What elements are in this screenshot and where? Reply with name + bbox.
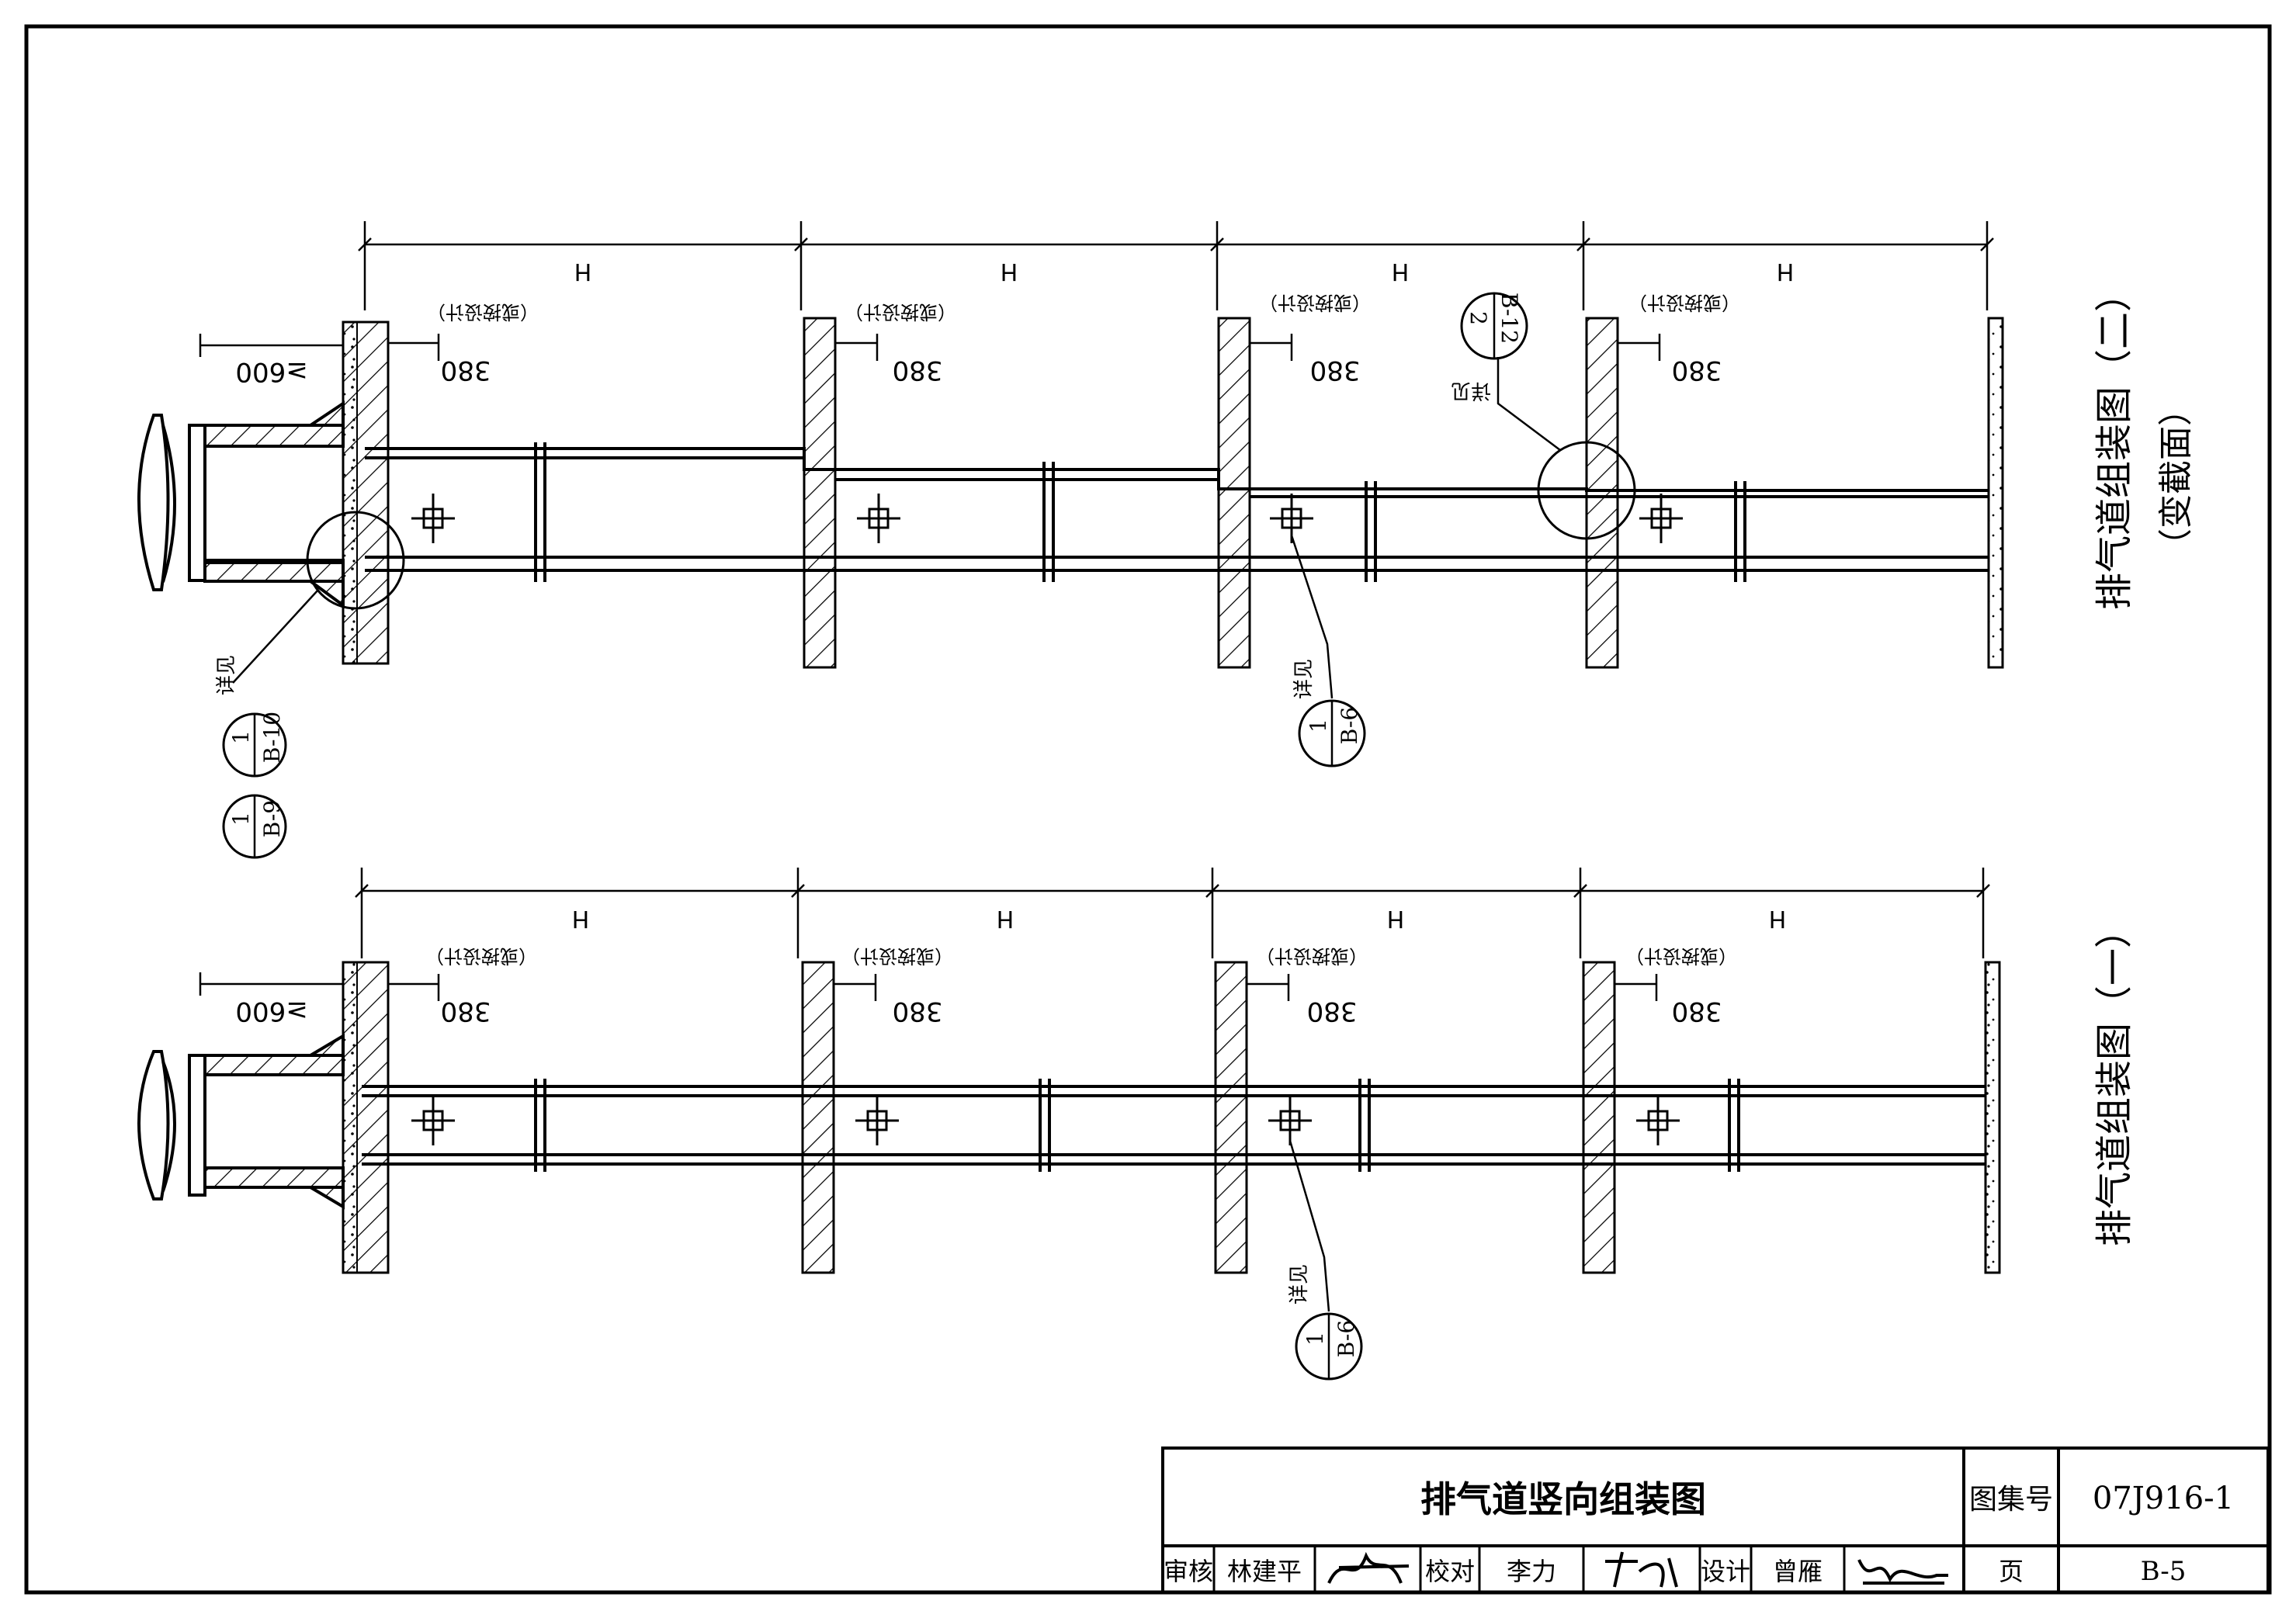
offset-note: （或按设计） <box>1628 292 1740 314</box>
detail-sheet: B-6 <box>1334 1320 1359 1357</box>
checker-name: 李力 <box>1507 1557 1556 1586</box>
offset-note: （或按设计） <box>1259 292 1371 314</box>
detail-number: 1 <box>228 730 254 744</box>
floor-slab <box>1217 317 1251 669</box>
offset-label: 380 <box>1310 355 1361 386</box>
access-panel-marker <box>411 494 1683 543</box>
detail-sheet: B-6 <box>1337 707 1362 744</box>
check-label: 校对 <box>1425 1557 1475 1586</box>
detail-see-text: 详见 <box>1292 659 1316 699</box>
floor-slab <box>1582 961 1616 1274</box>
floor-slab <box>1585 317 1619 669</box>
detail-number: 1 <box>1306 719 1331 733</box>
roof-hood-cap <box>137 400 345 608</box>
offset-note: （或按设计） <box>425 945 537 967</box>
checker-signature <box>1605 1551 1678 1588</box>
offset-note: （或按设计） <box>841 945 953 967</box>
floor-slab <box>803 317 837 669</box>
span-label: H <box>997 905 1014 932</box>
detail-see-text: 详见 <box>1451 379 1491 402</box>
detail-sheet: B-10 <box>259 712 285 763</box>
offset-label: 380 <box>441 355 491 386</box>
floor-slab <box>801 961 835 1274</box>
access-panel-marker <box>411 1096 1680 1145</box>
roof-hood-cap <box>137 1033 345 1210</box>
diagram-subtitle: （变截面） <box>2156 392 2196 563</box>
designer-name: 曾雁 <box>1773 1557 1823 1586</box>
review-label: 审核 <box>1164 1557 1213 1586</box>
detail-sheet: B-9 <box>259 800 285 837</box>
offset-label: 380 <box>1672 355 1722 386</box>
sheet-border <box>24 24 2272 1595</box>
overhang-label: ≥600 <box>235 996 307 1027</box>
designer-signature <box>1857 1559 1948 1585</box>
detail-sheet: B-12 <box>1497 293 1522 344</box>
offset-note: （或按设计） <box>845 301 956 323</box>
atlas-number: 07J916-1 <box>2093 1481 2234 1516</box>
span-label: H <box>572 905 590 932</box>
offset-note: （或按设计） <box>1256 945 1368 967</box>
diagram-title: 排气道组装图（二） <box>2093 275 2136 610</box>
offset-note: （或按设计） <box>1625 945 1737 967</box>
exhaust-duct <box>365 447 1989 572</box>
atlas-label: 图集号 <box>1969 1484 2053 1516</box>
detail-number: 1 <box>228 812 254 826</box>
drawing-title: 排气道竖向组装图 <box>1420 1478 1706 1520</box>
floor-slab <box>1214 961 1248 1274</box>
reviewer-name: 林建平 <box>1227 1557 1302 1586</box>
offset-label: 380 <box>1672 996 1722 1027</box>
diagram-title: 排气道组装图（一） <box>2093 911 2136 1246</box>
detail-number: 2 <box>1465 311 1491 325</box>
offset-label: 380 <box>1307 996 1358 1027</box>
offset-label: 380 <box>893 355 943 386</box>
span-label: H <box>1387 905 1405 932</box>
span-label: H <box>1392 258 1410 285</box>
assembly-diagram-one: H H H H 380 380 380 380 （或按设计） （或按设计） （或… <box>137 868 2136 1381</box>
detail-see-text: 详见 <box>215 655 238 695</box>
assembly-diagram-two: H H H H 380 380 380 380 （或按设计） （或按设计） （或… <box>137 221 2196 859</box>
reviewer-signature <box>1327 1551 1410 1584</box>
span-label: H <box>1001 258 1018 285</box>
design-label: 设计 <box>1701 1557 1750 1586</box>
exhaust-duct <box>362 1085 1986 1166</box>
span-label: H <box>1777 258 1795 285</box>
span-label: H <box>1769 905 1787 932</box>
page-label: 页 <box>1999 1557 2024 1586</box>
title-block <box>1161 1446 2270 1594</box>
detail-number: 1 <box>1302 1332 1328 1346</box>
overhang-label: ≥600 <box>235 356 307 387</box>
floor-slab <box>1987 317 2004 669</box>
floor-slab <box>1984 961 2001 1274</box>
page-number: B-5 <box>2141 1556 2187 1587</box>
offset-note: （或按设计） <box>427 301 539 323</box>
offset-label: 380 <box>441 996 491 1027</box>
offset-label: 380 <box>893 996 943 1027</box>
span-label: H <box>574 258 592 285</box>
detail-see-text: 详见 <box>1288 1264 1311 1304</box>
